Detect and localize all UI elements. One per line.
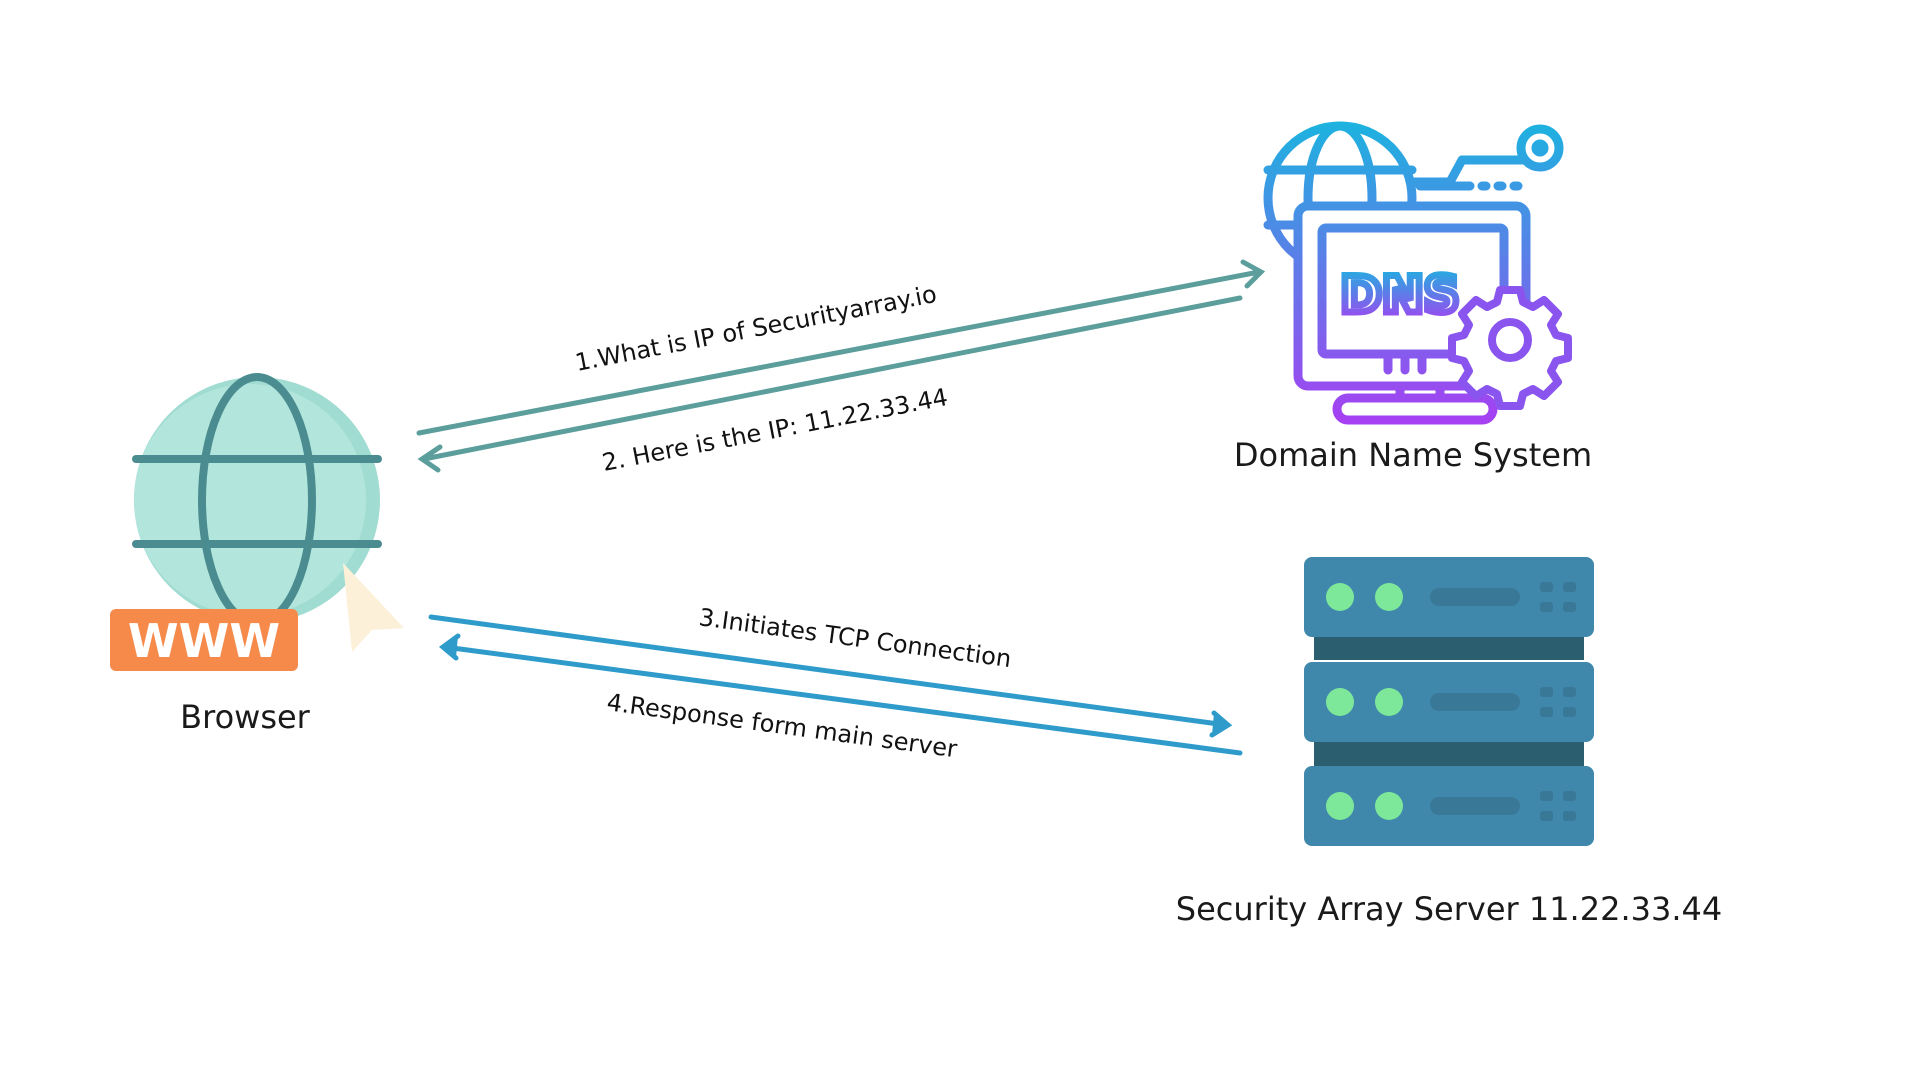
arrow-1-label: 1.What is IP of Securityarray.io (573, 280, 939, 377)
arrow-2 (417, 295, 1243, 473)
server-unit (1304, 557, 1594, 637)
arrow-4-label: 4.Response form main server (605, 688, 959, 763)
www-badge-text: WWW (128, 614, 280, 668)
dns-screen-text: DNS (1340, 266, 1459, 324)
gear-icon (1448, 286, 1572, 410)
dns-node: DNS Domain Name System (1234, 121, 1592, 474)
dns-monitor-icon (1263, 121, 1564, 425)
arrow-3 (428, 614, 1233, 738)
server-rack-icon (1304, 557, 1594, 846)
server-unit (1304, 662, 1594, 742)
dns-label: Domain Name System (1234, 436, 1592, 474)
arrow-1 (416, 259, 1266, 436)
server-node: Security Array Server 11.22.33.44 (1176, 557, 1722, 928)
browser-node: WWW Browser (110, 373, 404, 736)
server-unit (1304, 766, 1594, 846)
arrow-4 (438, 633, 1243, 756)
arrow-2-label: 2. Here is the IP: 11.22.33.44 (600, 383, 950, 477)
arrow-3-label: 3.Initiates TCP Connection (697, 603, 1013, 673)
globe-icon (132, 373, 382, 627)
cursor-icon (343, 563, 404, 652)
browser-label: Browser (180, 698, 311, 736)
server-label: Security Array Server 11.22.33.44 (1176, 890, 1722, 928)
www-badge: WWW (110, 609, 298, 671)
